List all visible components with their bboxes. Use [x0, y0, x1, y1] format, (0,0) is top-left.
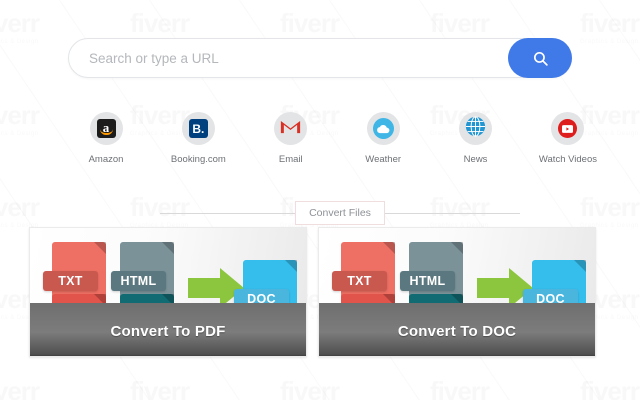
shortcut-list: a Amazon B. Booking.com Email [68, 112, 606, 165]
shortcut-icon-wrap [366, 112, 400, 145]
file-icon-label: TXT [332, 271, 387, 291]
cloud-icon [372, 118, 394, 139]
file-icon-txt: TXT [43, 242, 106, 302]
gmail-icon [280, 119, 301, 139]
youtube-icon [558, 119, 578, 138]
shortcut-news[interactable]: News [438, 112, 514, 165]
divider-line-right [384, 212, 521, 214]
card-caption: Convert To DOC [397, 323, 517, 340]
search-input[interactable] [69, 39, 571, 77]
shortcut-label: Weather [365, 154, 402, 165]
shortcut-label: Booking.com [170, 154, 226, 165]
shortcut-amazon[interactable]: a Amazon [68, 112, 144, 165]
section-title: Convert Files [295, 201, 385, 225]
shortcut-label: Email [278, 154, 303, 165]
shortcut-icon-wrap: B. [181, 112, 215, 145]
shortcut-email[interactable]: Email [253, 112, 329, 165]
shortcut-icon-wrap [274, 112, 308, 145]
search-bar[interactable] [68, 38, 572, 78]
convert-to-pdf-card[interactable]: TXT HTML PDF JPG DOC Convert To P [29, 227, 307, 357]
file-icon-label: HTML [400, 271, 455, 291]
convert-card-list: TXT HTML PDF JPG DOC Convert To P [29, 227, 611, 357]
shortcut-icon-wrap [551, 112, 585, 145]
shortcut-label: Amazon [88, 154, 124, 165]
file-icon-txt: TXT [332, 242, 395, 302]
shortcut-weather[interactable]: Weather [345, 112, 421, 165]
shortcut-icon-wrap [459, 112, 493, 145]
shortcut-label: Watch Videos [538, 154, 597, 165]
shortcut-icon-wrap: a [89, 112, 123, 145]
amazon-icon: a [96, 119, 116, 138]
convert-to-doc-card[interactable]: TXT HTML PDF JPG DOC Convert To D [318, 227, 596, 357]
file-icon-html: HTML [400, 242, 463, 302]
section-divider: Convert Files [160, 200, 521, 226]
search-row [68, 38, 572, 78]
divider-line-left [160, 212, 296, 214]
conversion-arrow-icon [477, 268, 533, 308]
search-button[interactable] [508, 38, 572, 78]
shortcut-watch-videos[interactable]: Watch Videos [530, 112, 606, 165]
shortcut-label: News [463, 154, 488, 165]
shortcut-booking[interactable]: B. Booking.com [160, 112, 236, 165]
card-band [30, 303, 306, 356]
file-icon-label: HTML [111, 271, 166, 291]
booking-icon: B. [188, 119, 208, 138]
search-icon [532, 50, 549, 67]
card-band [319, 303, 595, 356]
file-icon-html: HTML [111, 242, 174, 302]
globe-icon [465, 115, 486, 142]
file-icon-label: TXT [43, 271, 98, 291]
card-caption: Convert To PDF [110, 323, 226, 340]
